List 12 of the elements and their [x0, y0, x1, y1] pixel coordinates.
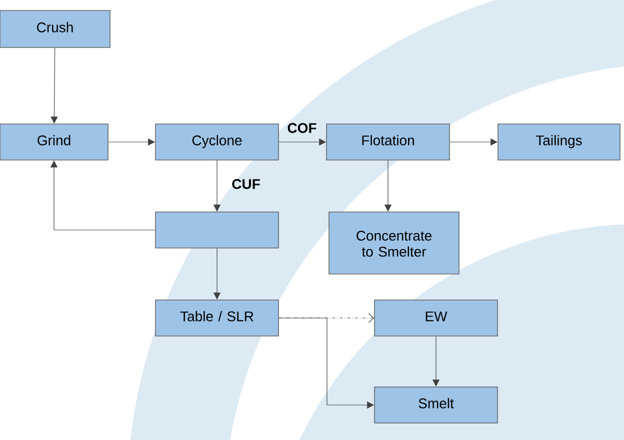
process-box: Cyclone	[155, 124, 279, 160]
process-box: EW	[374, 300, 498, 336]
process-box: Grind	[0, 124, 108, 160]
process-box: Crush	[0, 10, 110, 48]
process-box: Table / SLR	[155, 300, 279, 336]
process-box: Concentrate to Smelter	[328, 212, 460, 274]
empty-box	[155, 212, 279, 248]
edge-label: CUF	[232, 179, 260, 189]
process-box: Tailings	[498, 124, 620, 160]
process-box: Flotation	[326, 124, 450, 160]
process-box: Smelt	[374, 386, 498, 424]
edge-label: COF	[288, 123, 316, 133]
